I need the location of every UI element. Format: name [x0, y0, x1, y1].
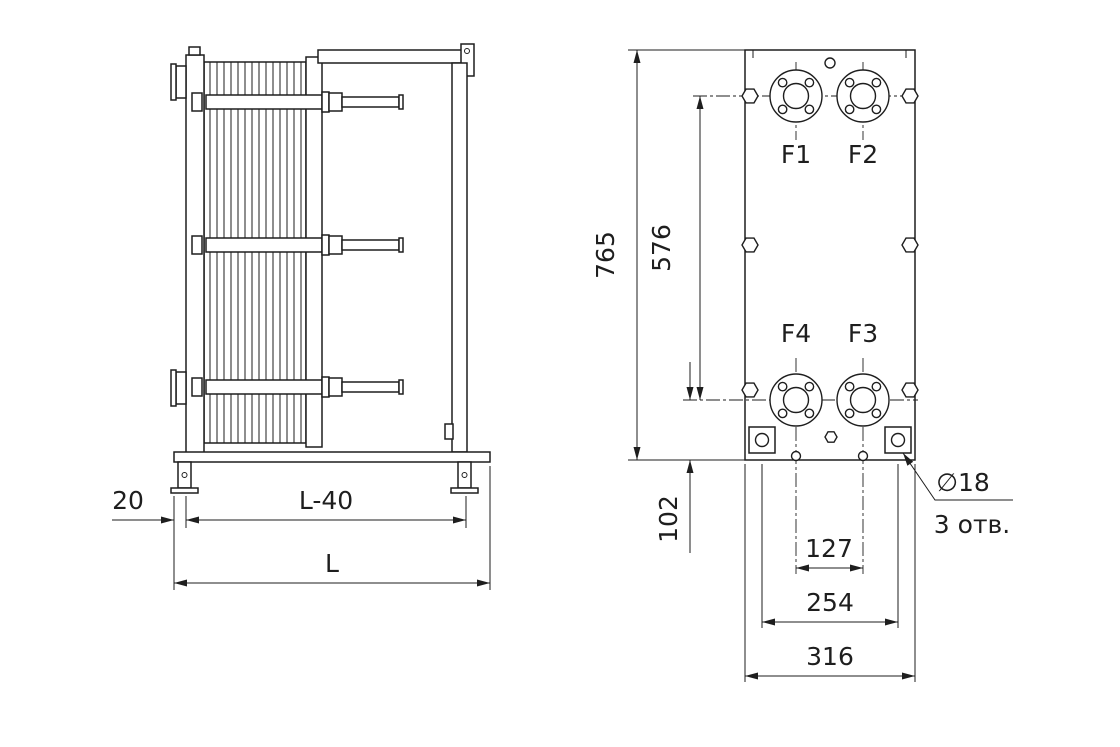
dim-127-label: 127 [805, 534, 853, 563]
hex-bolt-icon [901, 382, 919, 398]
dimension-20: 20 [112, 486, 174, 524]
dimension-765: 765 [591, 49, 747, 461]
base-frame [170, 451, 491, 494]
dimension-127: 127 [796, 534, 863, 572]
tie-bolt-bottom [191, 376, 404, 398]
dim-l-label: L [325, 549, 339, 578]
flange-f3-label: F3 [848, 319, 878, 348]
dimension-l40: L-40 [186, 486, 466, 524]
right-foot-hole [890, 432, 906, 448]
dim-102-label: 102 [654, 495, 683, 543]
bolt-shaft [205, 237, 323, 253]
dimension-576: 576 [647, 96, 704, 400]
front-view: F1 F2 F4 F3 [591, 49, 1013, 682]
bolt-end [398, 379, 404, 395]
lifting-hole [824, 57, 836, 69]
foot-hole-callout: ∅18 3 отв. [902, 452, 1013, 539]
carrying-bar [317, 43, 475, 77]
hole-diameter-label: ∅18 [936, 468, 990, 497]
end-block-bolt-icon [464, 48, 470, 54]
bolt-nut [328, 92, 343, 112]
hex-bolt-icon [741, 237, 759, 253]
flange-f1-label: F1 [781, 140, 811, 169]
hex-bolt-icon [901, 237, 919, 253]
tie-bolt-top [191, 91, 404, 113]
left-foot-hole [754, 432, 770, 448]
bolt-left-nut [191, 235, 203, 255]
dim-20-label: 20 [112, 486, 144, 515]
bottom-nozzle-flange [170, 369, 177, 407]
top-nozzle-flange [170, 63, 177, 101]
bolt-end [398, 94, 404, 110]
dim-316-label: 316 [806, 642, 854, 671]
tie-bolt-middle [191, 234, 404, 256]
hole-count-label: 3 отв. [934, 510, 1010, 539]
base-beam [173, 451, 491, 463]
flange-f2-label: F2 [848, 140, 878, 169]
dim-576-label: 576 [647, 224, 676, 272]
dimension-316: 316 [744, 464, 916, 682]
side-view: 20 L-40 L [112, 43, 491, 590]
mounting-feet [748, 426, 912, 454]
bolt-rod [341, 381, 400, 393]
flange-f4 [769, 373, 823, 427]
bolt-washer [321, 376, 330, 398]
bolt-washer [321, 234, 330, 256]
frame-plate-top-step [188, 46, 201, 56]
bolt-end [398, 237, 404, 253]
flange-f2 [836, 69, 890, 123]
top-nozzle-stub [175, 65, 187, 99]
carrying-bar-beam [317, 49, 473, 64]
column-clamp [444, 423, 454, 440]
bolt-nut [328, 377, 343, 397]
front-view-dimensions: 765 576 102 127 [591, 49, 1013, 682]
dimension-102: 102 [654, 362, 694, 553]
center-hex-bolt-icon [824, 431, 838, 443]
bolt-shaft [205, 94, 323, 110]
left-foot-pad [170, 487, 199, 494]
left-foot-hole [181, 472, 188, 478]
bolt-washer [321, 91, 330, 113]
hex-bolt-icon [901, 88, 919, 104]
bolt-nut [328, 235, 343, 255]
dimension-254: 254 [761, 464, 899, 628]
column-body [451, 62, 468, 453]
hex-bolt-icon [741, 88, 759, 104]
bottom-drain-hole [790, 450, 802, 462]
right-foot-web [457, 461, 472, 489]
flange-f4-label: F4 [781, 319, 811, 348]
dim-254-label: 254 [806, 588, 854, 617]
fixed-frame-plate [170, 46, 205, 456]
bolt-shaft [205, 379, 323, 395]
dim-l40-label: L-40 [299, 486, 353, 515]
left-foot-web [177, 461, 192, 489]
bolt-left-nut [191, 92, 203, 112]
bottom-drain-hole [857, 450, 869, 462]
dimension-l: L [174, 549, 490, 587]
bolt-left-nut [191, 377, 203, 397]
right-foot-pad [450, 487, 479, 494]
bolt-rod [341, 96, 400, 108]
support-column [444, 62, 468, 453]
right-foot-hole [461, 472, 468, 478]
dim-765-label: 765 [591, 231, 620, 279]
side-view-dimensions: 20 L-40 L [112, 466, 491, 590]
flange-f3 [836, 373, 890, 427]
bolt-rod [341, 239, 400, 251]
hex-bolt-icon [741, 382, 759, 398]
bottom-nozzle-stub [175, 371, 187, 405]
flange-f1 [769, 69, 823, 123]
